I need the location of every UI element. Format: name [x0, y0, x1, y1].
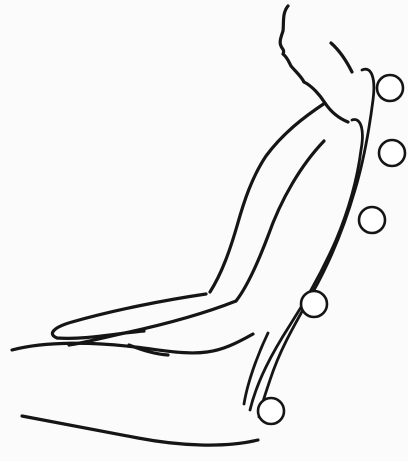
seat-back: [244, 69, 374, 417]
person-outline: [12, 6, 352, 445]
contact-point-3: [359, 207, 385, 233]
contact-point-4: [301, 291, 327, 317]
thigh-top: [12, 334, 253, 353]
torso-front: [210, 103, 325, 292]
contact-point-2: [379, 140, 405, 166]
contact-point-5: [258, 398, 284, 424]
forearm-lower: [69, 301, 236, 345]
face-profile: [280, 6, 304, 82]
upper-arm: [236, 141, 324, 301]
contact-point-1: [377, 75, 403, 101]
seat-under-thigh: [22, 416, 258, 445]
back-of-head: [331, 43, 352, 72]
